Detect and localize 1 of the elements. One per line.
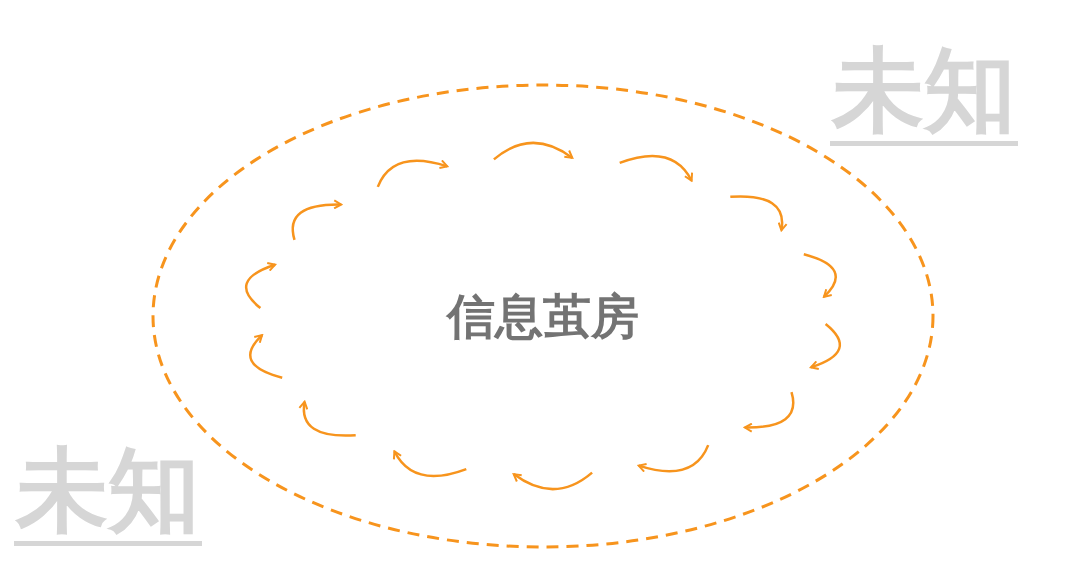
center-title: 信息茧房 — [447, 292, 639, 340]
